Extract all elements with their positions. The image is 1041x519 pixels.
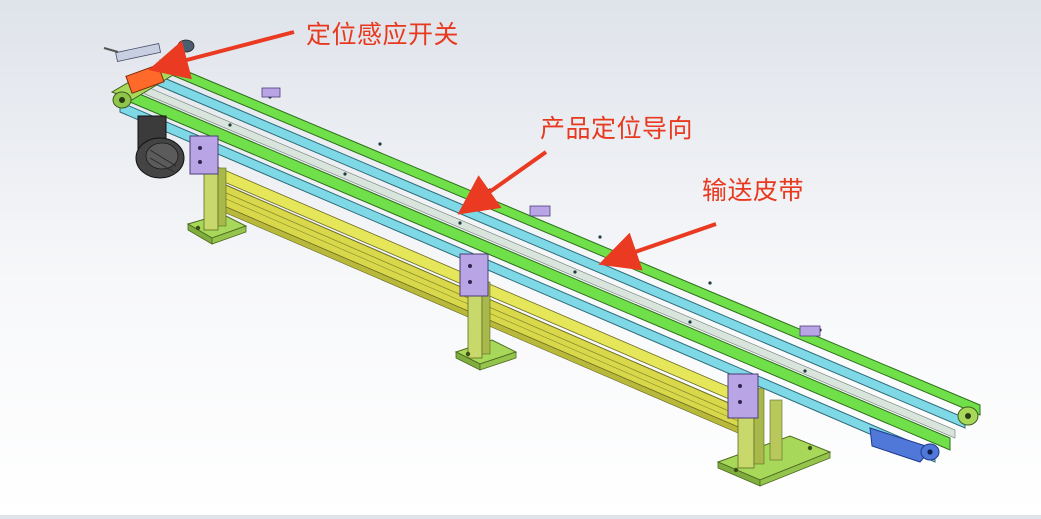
- label-product-guide: 产品定位导向: [540, 114, 694, 143]
- arrow-belt: [598, 222, 717, 271]
- callout-arrows: [148, 30, 717, 271]
- label-sensor-switch: 定位感应开关: [306, 20, 460, 49]
- arrow-sensor: [148, 30, 295, 80]
- leg-stand-left: [186, 167, 248, 245]
- bracket-2: [459, 253, 489, 297]
- conveyor-rails: [119, 59, 981, 463]
- motor-icon: [135, 115, 185, 179]
- label-conveyor-belt: 输送皮带: [702, 176, 805, 205]
- leg-stand-right: [716, 387, 832, 487]
- tail-end: [869, 406, 979, 463]
- leg-stand-middle: [454, 281, 518, 371]
- arrow-guide: [457, 150, 548, 215]
- bracket-3: [727, 373, 759, 419]
- mount-brackets: [189, 87, 821, 419]
- bracket-1: [189, 135, 219, 175]
